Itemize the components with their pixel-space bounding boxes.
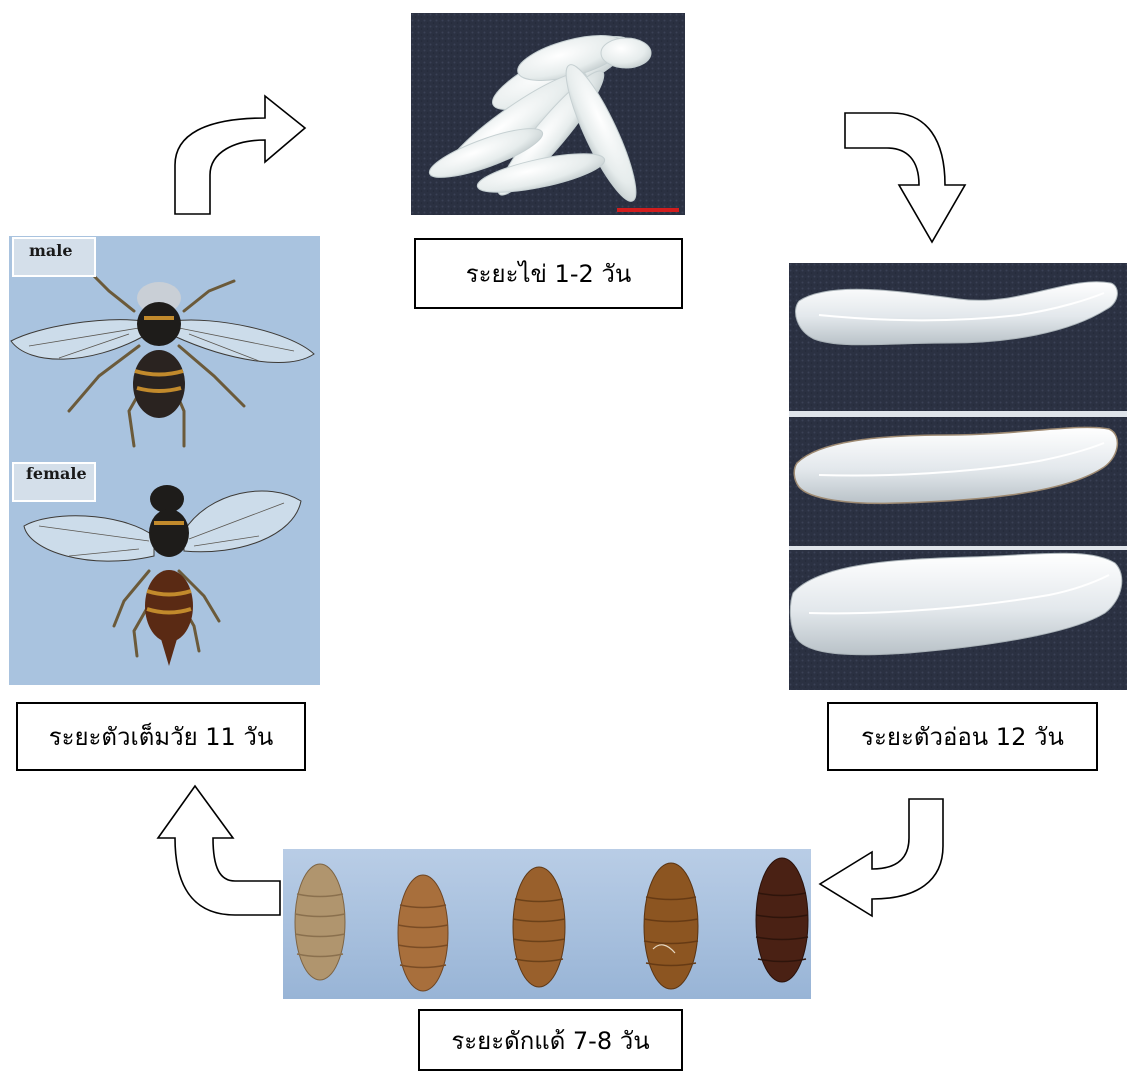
egg-photo	[411, 13, 685, 215]
egg-stage-label: ระยะไข่ 1-2 วัน	[414, 238, 683, 309]
pupa-5	[756, 858, 808, 982]
adult-stage-label: ระยะตัวเต็มวัย 11 วัน	[16, 702, 306, 771]
larva-photo	[789, 263, 1127, 690]
pupa-stage-label: ระยะดักแด้ 7-8 วัน	[418, 1009, 683, 1071]
female-tag: female	[26, 464, 87, 483]
adult-male-photo	[9, 236, 320, 461]
curved-arrow-left-up-icon	[155, 783, 282, 918]
curved-arrow-down-left-icon	[817, 796, 947, 920]
adult-female-photo	[9, 461, 320, 685]
pupa-3	[513, 867, 565, 987]
male-tag: male	[29, 241, 73, 260]
pupa-4	[644, 863, 698, 989]
curved-arrow-up-right-icon	[170, 90, 310, 215]
pupa-1	[295, 864, 345, 980]
pupa-2	[398, 875, 448, 991]
curved-arrow-right-down-icon	[842, 110, 968, 245]
pupa-photo	[283, 849, 811, 999]
larva-stage-label: ระยะตัวอ่อน 12 วัน	[827, 702, 1098, 771]
